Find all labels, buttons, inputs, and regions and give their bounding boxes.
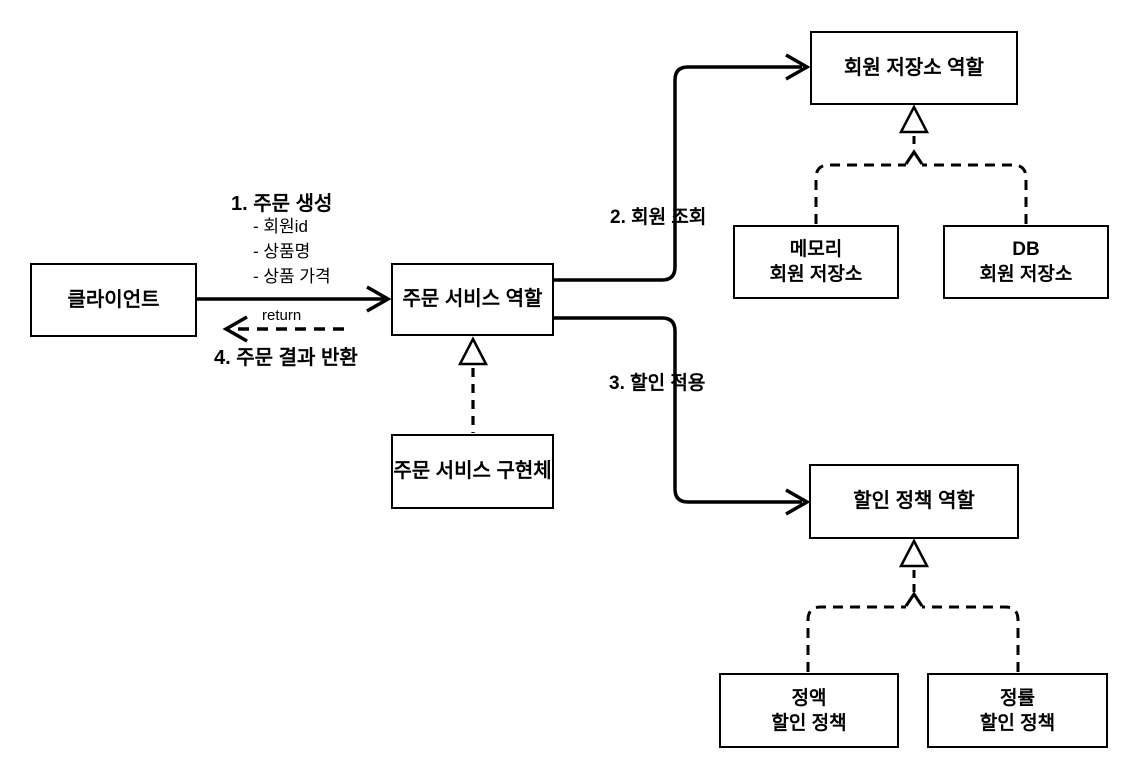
box-label: 회원 저장소 역할 (844, 56, 984, 79)
fixed-discount-policy-box: 정액 할인 정책 (719, 673, 899, 748)
step1-param-list: - 회원id - 상품명 - 상품 가격 (253, 214, 331, 289)
box-label-line1: DB (1012, 239, 1040, 260)
chevron-up-icon (904, 591, 924, 607)
box-label-line1: 정률 (1000, 687, 1035, 709)
db-member-repo-box: DB 회원 저장소 (943, 225, 1109, 299)
box-label: 주문 서비스 역할 (402, 288, 543, 310)
discount-policy-generalization (806, 538, 1020, 672)
arrowhead-right-icon (785, 53, 811, 81)
box-label-line2: 회원 저장소 (979, 264, 1073, 285)
discount-policy-role-box: 할인 정책 역할 (809, 464, 1019, 539)
hollow-triangle-icon (457, 336, 489, 366)
param-member-id: - 회원id (253, 217, 308, 236)
member-lookup-arrow (554, 53, 811, 282)
impl-generalization (457, 336, 489, 433)
box-label: 할인 정책 역할 (853, 490, 975, 512)
order-create-arrow (197, 285, 392, 313)
rate-discount-policy-box: 정률 할인 정책 (927, 673, 1108, 748)
member-repo-generalization (814, 104, 1028, 224)
param-product-price: - 상품 가격 (253, 267, 331, 286)
hollow-triangle-icon (898, 104, 930, 134)
box-label-line2: 할인 정책 (771, 712, 847, 734)
order-service-role-box: 주문 서비스 역할 (391, 263, 554, 336)
step4-order-result-label: 4. 주문 결과 반환 (214, 347, 358, 369)
member-repo-role-box: 회원 저장소 역할 (810, 31, 1018, 105)
return-label: return (262, 307, 302, 324)
discount-apply-arrow (554, 316, 811, 516)
param-product-name: - 상품명 (253, 242, 311, 261)
order-return-arrow (222, 315, 348, 343)
box-label-line2: 회원 저장소 (769, 264, 863, 285)
memory-member-repo-box: 메모리 회원 저장소 (733, 225, 899, 299)
client-box: 클라이언트 (30, 263, 197, 337)
step2-member-lookup-label: 2. 회원 조회 (610, 207, 707, 228)
arrowhead-left-icon (222, 315, 248, 343)
step3-discount-apply-label: 3. 할인 적용 (609, 373, 706, 394)
hollow-triangle-icon (898, 538, 930, 568)
arrowhead-right-icon (785, 488, 811, 516)
arrowhead-right-icon (366, 285, 392, 313)
order-service-impl-box: 주문 서비스 구현체 (391, 434, 554, 509)
box-label-line2: 할인 정책 (979, 712, 1056, 734)
step1-order-create-label: 1. 주문 생성 (231, 193, 333, 215)
box-label: 클라이언트 (67, 288, 160, 311)
box-label: 주문 서비스 구현체 (393, 460, 552, 482)
box-label-line1: 메모리 (789, 239, 843, 260)
box-label-line1: 정액 (791, 687, 827, 709)
chevron-up-icon (904, 149, 924, 165)
